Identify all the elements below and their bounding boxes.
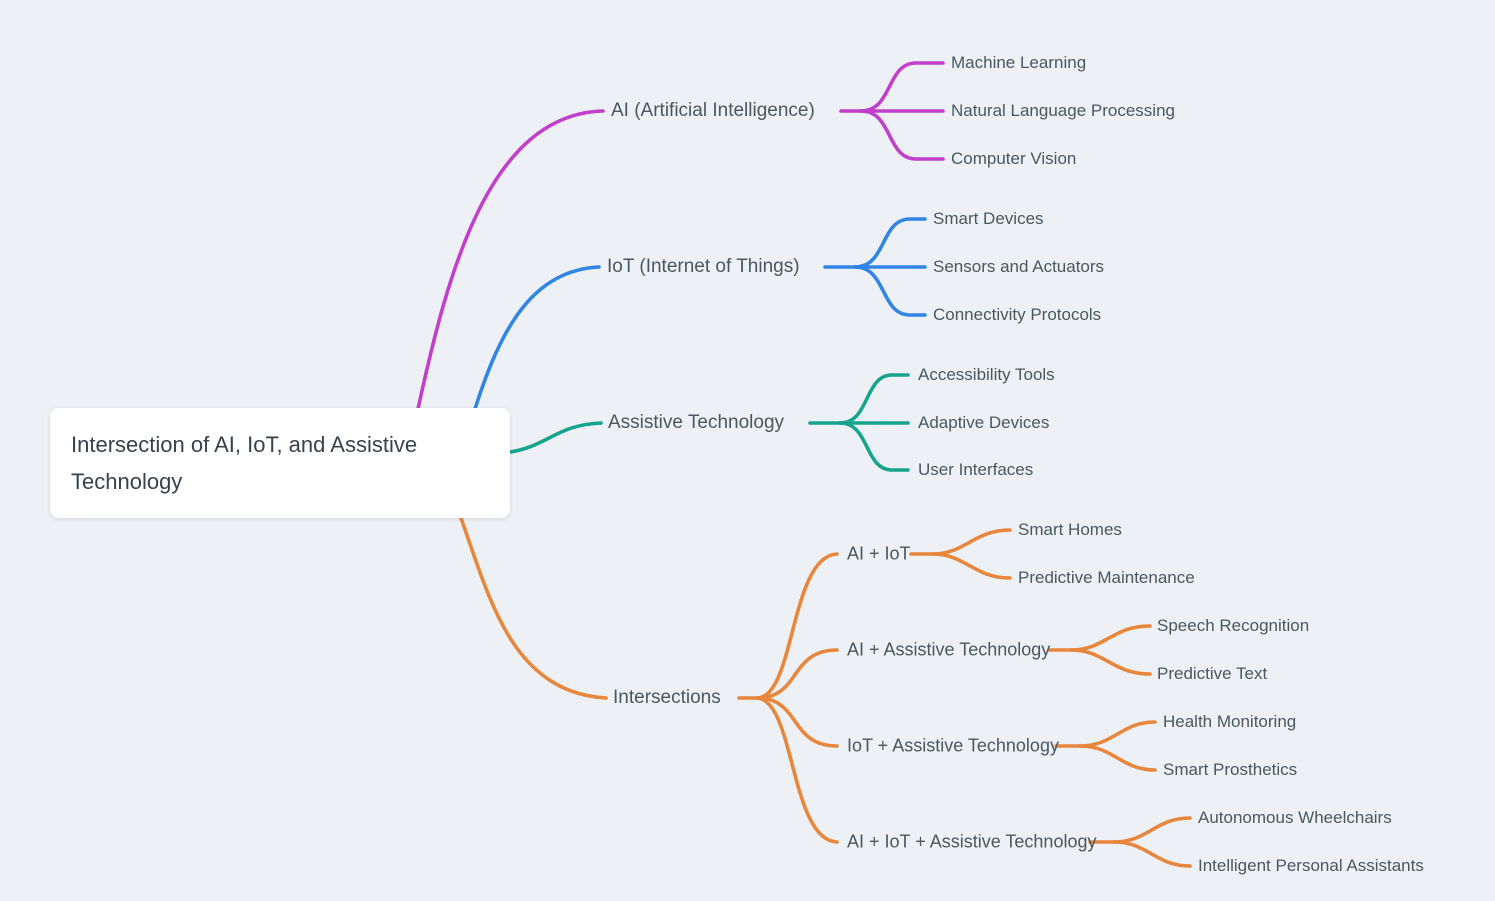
- leaf-computer-vision[interactable]: Computer Vision: [951, 149, 1077, 168]
- link-root-assistive: [508, 421, 603, 454]
- leaf-predictive-maintenance[interactable]: Predictive Maintenance: [1018, 568, 1195, 587]
- subbranch-label-ai-iot[interactable]: AI + IoT: [847, 543, 911, 564]
- branch-label-assistive[interactable]: Assistive Technology: [608, 412, 785, 433]
- leaf-intelligent-personal-assistants[interactable]: Intelligent Personal Assistants: [1198, 856, 1424, 875]
- link-ai-iot-at-autonomous-wheelchairs: [1112, 816, 1192, 844]
- leaf-sensors-and-actuators[interactable]: Sensors and Actuators: [933, 257, 1105, 276]
- link-intersections-ai-iot-at: [755, 696, 839, 844]
- leaf-machine-learning[interactable]: Machine Learning: [951, 53, 1087, 72]
- branch-label-iot[interactable]: IoT (Internet of Things): [607, 256, 800, 277]
- link-ai-machine-learning: [859, 61, 945, 113]
- leaf-smart-prosthetics[interactable]: Smart Prosthetics: [1163, 760, 1298, 779]
- leaf-smart-devices[interactable]: Smart Devices: [933, 209, 1044, 228]
- link-intersections-ai-iot: [755, 552, 839, 700]
- root-node[interactable]: Intersection of AI, IoT, and Assistive T…: [50, 408, 510, 518]
- link-intersections-ai-at: [755, 648, 839, 700]
- root-node-label: Intersection of AI, IoT, and Assistive T…: [71, 432, 418, 494]
- link-root-iot: [473, 265, 601, 411]
- leaf-autonomous-wheelchairs[interactable]: Autonomous Wheelchairs: [1198, 808, 1392, 827]
- link-ai-at-speech-recognition: [1069, 624, 1152, 652]
- leaf-adaptive-devices[interactable]: Adaptive Devices: [918, 413, 1050, 432]
- leaf-smart-homes[interactable]: Smart Homes: [1018, 520, 1122, 539]
- leaf-speech-recognition[interactable]: Speech Recognition: [1157, 616, 1310, 635]
- leaf-connectivity-protocols[interactable]: Connectivity Protocols: [933, 305, 1102, 324]
- leaf-natural-language-processing[interactable]: Natural Language Processing: [951, 101, 1175, 120]
- link-ai-at-predictive-text: [1069, 648, 1152, 676]
- leaf-user-interfaces[interactable]: User Interfaces: [918, 460, 1034, 479]
- branch-label-ai[interactable]: AI (Artificial Intelligence): [611, 100, 815, 121]
- link-intersections-iot-at: [755, 696, 839, 748]
- link-root-ai: [416, 109, 605, 411]
- link-root-intersections: [459, 516, 608, 700]
- leaf-accessibility-tools[interactable]: Accessibility Tools: [918, 365, 1055, 384]
- link-ai-computer-vision: [859, 109, 945, 161]
- subbranch-label-iot-assistive[interactable]: IoT + Assistive Technology: [847, 735, 1059, 756]
- leaf-health-monitoring[interactable]: Health Monitoring: [1163, 712, 1297, 731]
- link-iot-connectivity-protocols: [853, 265, 927, 317]
- subbranch-label-ai-assistive[interactable]: AI + Assistive Technology: [847, 639, 1051, 660]
- leaf-predictive-text[interactable]: Predictive Text: [1157, 664, 1268, 683]
- link-iot-smart-devices: [853, 217, 927, 269]
- subbranch-label-ai-iot-assistive[interactable]: AI + IoT + Assistive Technology: [847, 831, 1097, 852]
- branch-label-intersections[interactable]: Intersections: [613, 687, 721, 708]
- link-ai-iot-predictive-maintenance: [931, 552, 1012, 580]
- link-ai-iot-smart-homes: [931, 528, 1012, 556]
- link-assistive-accessibility-tools: [838, 373, 910, 425]
- link-assistive-user-interfaces: [838, 421, 910, 472]
- link-ai-iot-at-intelligent-assistants: [1112, 840, 1192, 868]
- link-iot-at-smart-prosthetics: [1078, 744, 1157, 772]
- link-iot-at-health-monitoring: [1078, 720, 1157, 748]
